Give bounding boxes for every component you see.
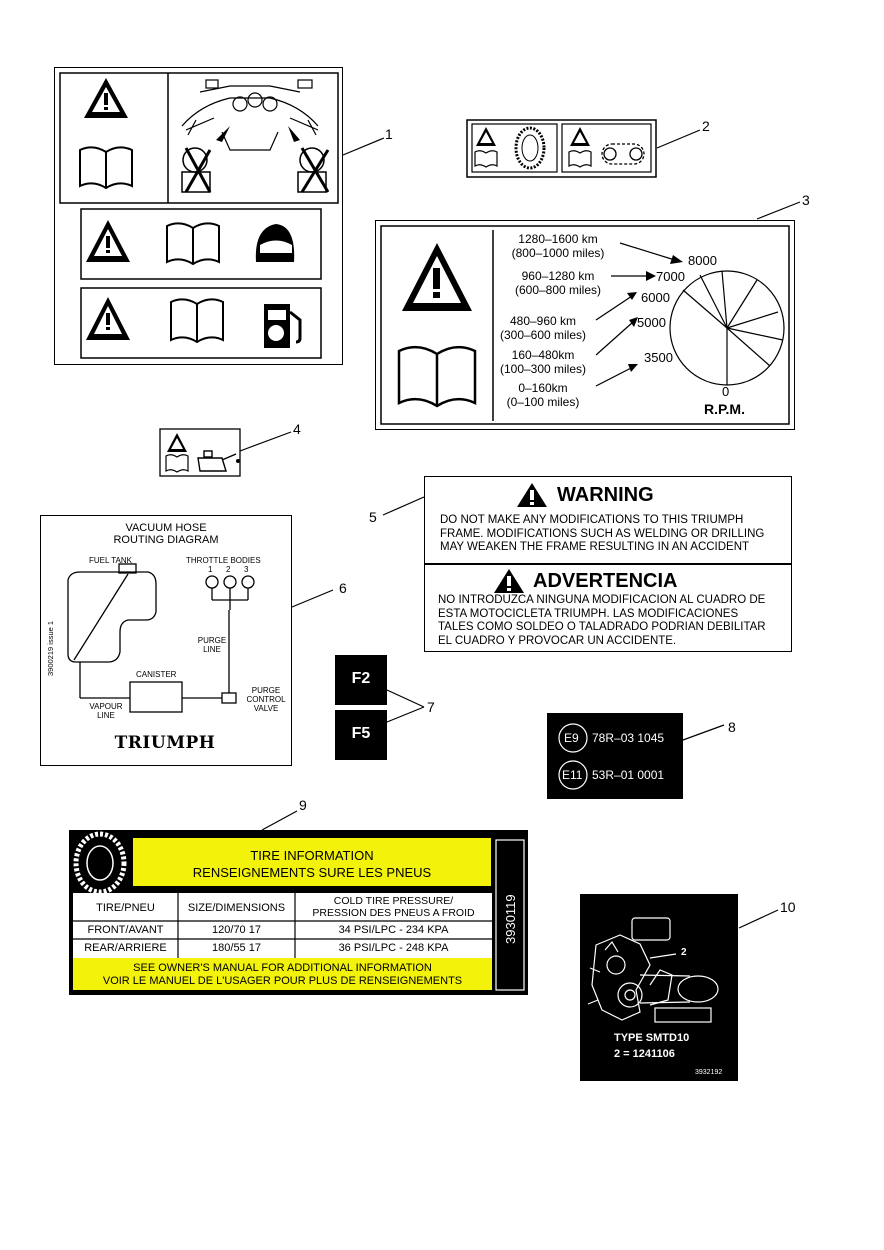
pointer-2: 2 — [681, 947, 687, 958]
callout-8: 8 — [728, 719, 736, 735]
rpm-5000: 5000 — [637, 315, 666, 330]
warning-title: WARNING — [557, 484, 654, 506]
fuse-f5: F5 — [351, 725, 371, 742]
approval-code-1: 78R–03 1045 — [592, 731, 665, 745]
tire-info-footer: SEE OWNER'S MANUAL FOR ADDITIONAL INFORM… — [102, 962, 463, 987]
callout-3: 3 — [802, 192, 810, 208]
part-number: 2 = 1241106 — [614, 1048, 675, 1060]
canister-box — [129, 681, 183, 713]
tb-2: 2 — [226, 565, 231, 574]
rpm-7000: 7000 — [656, 269, 685, 284]
fuse-f2: F2 — [351, 670, 371, 687]
manual-book-icon — [397, 345, 477, 408]
label-6-vacuum-hose-diagram — [40, 515, 292, 766]
col-tire: TIRE/PNEU — [96, 902, 155, 914]
fuel-pump-icon — [264, 304, 302, 348]
advertencia-title: ADVERTENCIA — [533, 570, 678, 592]
glove-icon — [181, 147, 330, 193]
warning-triangle-icon — [84, 78, 128, 118]
engine-type: TYPE SMTD10 — [614, 1032, 690, 1044]
callout-7: 7 — [427, 699, 435, 715]
label-8-approval — [547, 713, 683, 799]
callout-5: 5 — [369, 509, 377, 525]
callout-2: 2 — [702, 118, 710, 134]
fuel-tank-label: FUEL TANK — [89, 556, 132, 565]
advertencia-text: NO INTRODUZCA NINGUNA MODIFICACION AL CU… — [438, 594, 766, 647]
row-front-tire: FRONT/AVANT — [87, 924, 164, 936]
e-mark-2: E11 — [562, 768, 583, 782]
col-pressure: COLD TIRE PRESSURE/PRESSION DES PNEUS A … — [312, 895, 475, 919]
callout-4: 4 — [293, 421, 301, 437]
warning-triangle-icon — [494, 569, 524, 593]
row-rear-tire: REAR/ARRIERE — [84, 942, 167, 954]
rpm-6000: 6000 — [641, 290, 670, 305]
label-10-engine-type — [580, 894, 738, 1081]
range-4: 160–480km(100–300 miles) — [499, 348, 587, 376]
callout-1: 1 — [385, 126, 393, 142]
range-5: 0–160km(0–100 miles) — [506, 381, 580, 409]
warning-triangle-icon — [517, 483, 547, 507]
label-7-f5: F5 — [335, 710, 387, 760]
rpm-8000: 8000 — [688, 253, 717, 268]
throttle-bodies-label: THROTTLE BODIES — [186, 556, 261, 565]
warning-text: DO NOT MAKE ANY MODIFICATIONS TO THIS TR… — [440, 514, 765, 553]
rpm-0: 0 — [722, 384, 730, 399]
oil-can-icon — [197, 450, 237, 472]
label-5-divider — [424, 563, 792, 565]
range-1: 1280–1600 km(800–1000 miles) — [511, 232, 605, 260]
fuel-tank-outline — [67, 571, 157, 663]
label-10-code: 3932192 — [695, 1069, 723, 1076]
row-front-pressure: 34 PSI/LPC - 234 KPA — [338, 924, 449, 936]
label-7-f2: F2 — [335, 655, 387, 705]
row-rear-size: 180/55 17 — [212, 942, 261, 954]
rpm-3500: 3500 — [644, 350, 673, 365]
tb-1: 1 — [208, 565, 213, 574]
range-3: 480–960 km(300–600 miles) — [499, 314, 587, 342]
tyre-icon — [73, 831, 127, 895]
helmet-icon — [255, 224, 295, 262]
tachometer-dial — [669, 270, 785, 386]
approval-code-2: 53R–01 0001 — [592, 768, 665, 782]
e-mark-1: E9 — [564, 731, 579, 745]
callout-6: 6 — [339, 580, 347, 596]
rpm-label: R.P.M. — [704, 401, 745, 417]
tyre-icon — [514, 126, 546, 170]
callout-9: 9 — [299, 797, 307, 813]
tb-3: 3 — [244, 565, 249, 574]
warning-triangle-icon — [402, 243, 472, 311]
range-2: 960–1280 km(600–800 miles) — [514, 269, 602, 297]
chain-icon — [601, 143, 645, 165]
canister-label: CANISTER — [136, 670, 177, 679]
row-rear-pressure: 36 PSI/LPC - 248 KPA — [338, 942, 449, 954]
row-front-size: 120/70 17 — [212, 924, 261, 936]
motorcycle-cockpit-illustration — [181, 79, 319, 151]
callout-10: 10 — [780, 899, 796, 915]
triumph-logo: TRIUMPH — [114, 733, 216, 753]
col-size: SIZE/DIMENSIONS — [187, 902, 286, 914]
